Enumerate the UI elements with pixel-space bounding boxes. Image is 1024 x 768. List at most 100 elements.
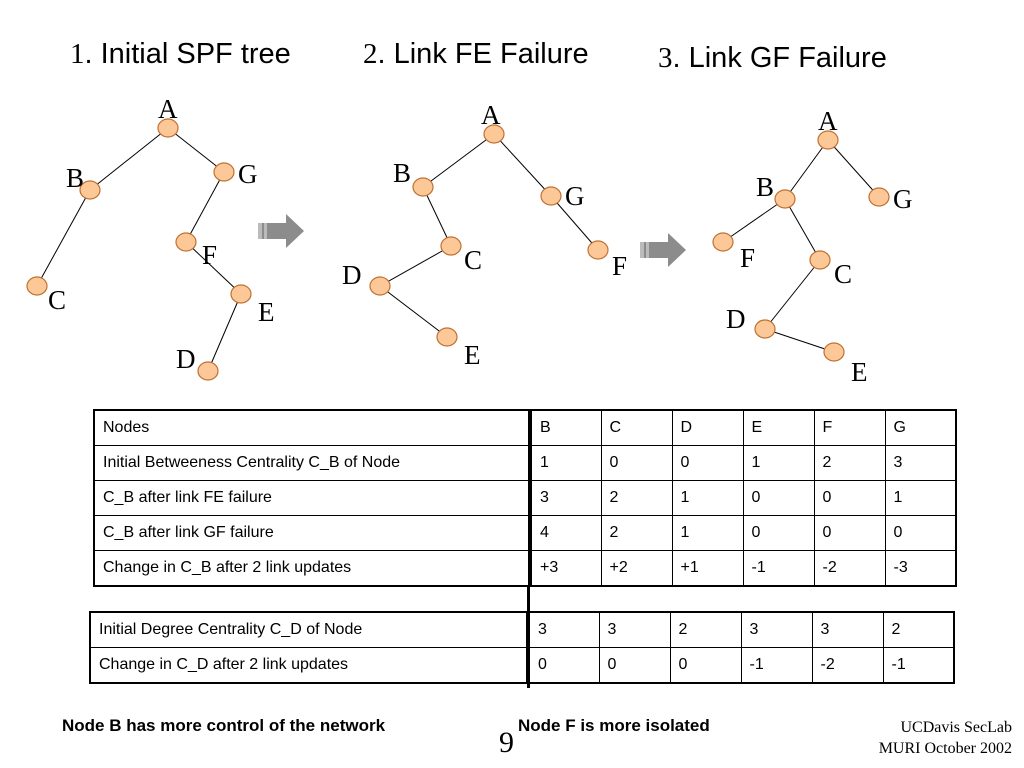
betweenness-row-label: Change in C_B after 2 link updates [93, 550, 532, 587]
betweenness-cell: +3 [529, 550, 602, 587]
betweenness-cell: 2 [600, 480, 673, 516]
tree-node-label: B [66, 163, 84, 193]
tree-edge-f-e [185, 241, 242, 295]
tree-edge-a-b [89, 127, 169, 191]
title-initial-spf-tree: 1. Initial SPF tree [70, 38, 291, 71]
tree-node-label: G [565, 181, 585, 211]
betweenness-cell: 4 [529, 515, 602, 551]
tree-node-label: A [158, 94, 178, 124]
betweenness-cell: 1 [742, 445, 815, 481]
tree-node-label: A [481, 100, 501, 130]
tree-node-a [483, 124, 505, 144]
betweenness-row-label: Initial Betweeness Centrality C_B of Nod… [93, 445, 532, 481]
tree-node-label: G [238, 159, 258, 189]
betweenness-row-label: C_B after link GF failure [93, 515, 532, 551]
betweenness-cell: 0 [600, 445, 673, 481]
degree-row-label: Initial Degree Centrality C_D of Node [89, 611, 530, 648]
tree-node-a [817, 130, 839, 150]
tree-node-c [440, 236, 462, 256]
tree-edge-b-c [36, 189, 91, 287]
tree-node-c [26, 276, 48, 296]
tree-edge-c-d [379, 245, 452, 287]
page-number: 9 [499, 726, 514, 759]
betweenness-cell: -1 [742, 550, 815, 587]
tree-node-d [754, 319, 776, 339]
tree-edge-d-e [379, 285, 448, 338]
tree-edge-a-g [827, 139, 880, 198]
degree-cell: 2 [882, 611, 955, 648]
tree-node-label: F [740, 243, 755, 273]
betweenness-cell: +2 [600, 550, 673, 587]
betweenness-cell: C [600, 409, 673, 446]
betweenness-cell: 1 [671, 480, 744, 516]
tree-node-label: E [464, 340, 481, 370]
betweenness-cell: 1 [671, 515, 744, 551]
betweenness-cell: 0 [813, 515, 886, 551]
tree-node-b [412, 177, 434, 197]
betweenness-cell: 0 [742, 515, 815, 551]
tree-node-e [436, 327, 458, 347]
tree-edge-a-g [167, 127, 225, 173]
tree-node-label: D [726, 304, 746, 334]
tree-edge-g-f [185, 171, 225, 243]
betweenness-cell: B [529, 409, 602, 446]
betweenness-row: Initial Betweeness Centrality C_B of Nod… [93, 445, 957, 481]
betweenness-cell: +1 [671, 550, 744, 587]
tree-node-label: G [893, 184, 913, 214]
tree-node-g [213, 162, 235, 182]
tree-node-f [712, 232, 734, 252]
title-number: 3 [658, 42, 673, 74]
tree-edge-g-f [550, 195, 599, 251]
tree-edge-a-b [422, 133, 495, 188]
tree-edge-a-g [493, 133, 552, 197]
title-text: . Link GF Failure [672, 42, 887, 74]
tree-node-e [823, 342, 845, 362]
betweenness-cell: -2 [813, 550, 886, 587]
tree-node-label: B [393, 158, 411, 188]
tree-node-label: F [202, 240, 217, 270]
tree-node-a [157, 118, 179, 138]
tree-node-f [587, 240, 609, 260]
title-text: . Link FE Failure [377, 38, 589, 70]
degree-cell: 3 [598, 611, 671, 648]
tree-node-label: E [258, 297, 275, 327]
tree-node-d [197, 361, 219, 381]
betweenness-row-label: C_B after link FE failure [93, 480, 532, 516]
table-divider [527, 585, 530, 688]
degree-cell: 0 [669, 647, 742, 684]
tree-edge-a-b [784, 139, 829, 200]
title-number: 2 [363, 38, 378, 70]
degree-cell: -1 [740, 647, 813, 684]
betweenness-cell: 0 [884, 515, 957, 551]
credit-lab: UCDavis SecLab [900, 719, 1012, 736]
degree-cell: 2 [669, 611, 742, 648]
tree-edge-d-e [764, 328, 835, 353]
credit-date: MURI October 2002 [878, 740, 1012, 757]
degree-cell: 3 [740, 611, 813, 648]
degree-cell: -2 [811, 647, 884, 684]
betweenness-row: Change in C_B after 2 link updates+3+2+1… [93, 550, 957, 587]
betweenness-cell: 0 [671, 445, 744, 481]
tree-node-label: F [612, 251, 627, 281]
betweenness-cell: 3 [529, 480, 602, 516]
tree-node-label: C [48, 285, 66, 315]
tree-node-g [540, 186, 562, 206]
tree-node-b [79, 180, 101, 200]
betweenness-cell: 2 [813, 445, 886, 481]
title-link-fe-failure: 2. Link FE Failure [363, 38, 589, 71]
title-text: . Initial SPF tree [84, 38, 291, 70]
betweenness-cell: 1 [529, 445, 602, 481]
tree-node-c [809, 250, 831, 270]
degree-cell: 0 [527, 647, 600, 684]
transition-arrow-2 [640, 233, 686, 267]
betweenness-cell: 3 [884, 445, 957, 481]
